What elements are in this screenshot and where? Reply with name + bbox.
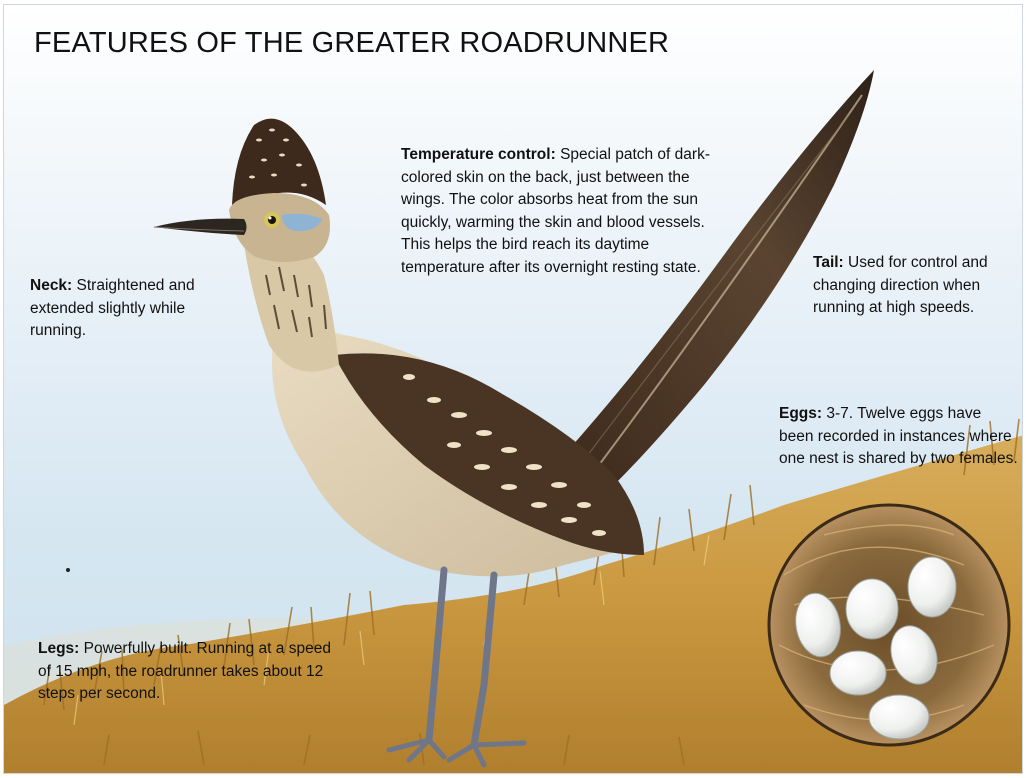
tail-label: Tail: xyxy=(813,254,844,271)
eggs-callout: Eggs: 3-7. Twelve eggs have been recorde… xyxy=(779,403,1019,471)
eggs-label: Eggs: xyxy=(779,405,822,422)
page-title: FEATURES OF THE GREATER ROADRUNNER xyxy=(34,27,669,60)
roadrunner-beak xyxy=(154,219,247,235)
legs-label: Legs: xyxy=(38,640,79,657)
legs-callout: Legs: Powerfully built. Running at a spe… xyxy=(38,638,338,706)
legs-text: Powerfully built. Running at a speed of … xyxy=(38,640,331,702)
temperature-control-text: Special patch of dark-colored skin on th… xyxy=(401,146,710,276)
temperature-control-callout: Temperature control: Special patch of da… xyxy=(401,144,716,280)
roadrunner-crest xyxy=(232,119,326,205)
nest-with-eggs xyxy=(769,505,1009,745)
neck-label: Neck: xyxy=(30,277,72,294)
tail-callout: Tail: Used for control and changing dire… xyxy=(813,252,1023,320)
infographic-panel: FEATURES OF THE GREATER ROADRUNNER Neck:… xyxy=(3,4,1023,774)
neck-callout: Neck: Straightened and extended slightly… xyxy=(30,275,230,343)
temperature-control-label: Temperature control: xyxy=(401,146,556,163)
